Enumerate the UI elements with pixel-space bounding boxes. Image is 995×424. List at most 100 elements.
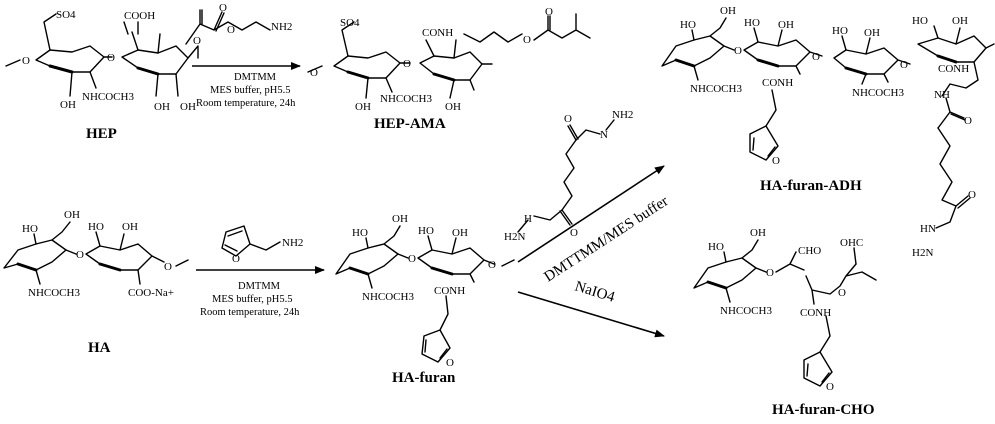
o-atom: O bbox=[22, 55, 30, 67]
nh2-label: NH2 bbox=[612, 109, 633, 121]
oh-label: OH bbox=[180, 101, 196, 113]
h-atom: H bbox=[524, 213, 532, 225]
ho-label: HO bbox=[680, 19, 696, 31]
ho-label: HO bbox=[22, 223, 38, 235]
o-atom: O bbox=[446, 357, 454, 369]
ho-label: HO bbox=[352, 227, 368, 239]
oh-label: OH bbox=[122, 221, 138, 233]
o-atom: O bbox=[232, 253, 240, 265]
n-atom: N bbox=[600, 129, 608, 141]
conh-label: CONH bbox=[434, 285, 465, 297]
o-atom: O bbox=[76, 249, 84, 261]
arrow-4 bbox=[517, 291, 665, 338]
conh-label: CONH bbox=[938, 63, 969, 75]
hep-label: HEP bbox=[86, 126, 117, 142]
o-atom: O bbox=[107, 52, 115, 64]
nhcoch3-label: NHCOCH3 bbox=[82, 91, 134, 103]
nhcoch3-label: NHCOCH3 bbox=[362, 291, 414, 303]
oh-label: OH bbox=[750, 227, 766, 239]
so4-label: SO4 bbox=[56, 9, 76, 21]
ha-furan-cho-label: HA-furan-CHO bbox=[772, 402, 875, 418]
ho-label: HO bbox=[912, 15, 928, 27]
adh-reagent bbox=[517, 119, 615, 233]
o-atom: O bbox=[408, 253, 416, 265]
ha-furan-adh-structure bbox=[661, 17, 995, 229]
reaction1-reagent: DMTMM bbox=[234, 72, 277, 83]
o-atom: O bbox=[219, 2, 227, 14]
h2n-label: H2N bbox=[504, 231, 525, 243]
oh-label: OH bbox=[154, 101, 170, 113]
ha-furan-adh-label: HA-furan-ADH bbox=[760, 178, 862, 194]
oh-label: OH bbox=[952, 15, 968, 27]
o-atom: O bbox=[964, 115, 972, 127]
reaction2-buffer: MES buffer, pH5.5 bbox=[212, 294, 292, 305]
o-atom: O bbox=[164, 261, 172, 273]
o-atom: O bbox=[403, 58, 411, 70]
reaction2-reagent: DMTMM bbox=[238, 281, 281, 292]
o-atom: O bbox=[734, 45, 742, 57]
oh-label: OH bbox=[445, 101, 461, 113]
reaction2-time: Room temperature, 24h bbox=[200, 307, 300, 318]
nhcoch3-label: NHCOCH3 bbox=[28, 287, 80, 299]
reaction1-time: Room temperature, 24h bbox=[196, 98, 296, 109]
nh2-label: NH2 bbox=[282, 237, 303, 249]
o-atom: O bbox=[545, 6, 553, 18]
conh-label: CONH bbox=[422, 27, 453, 39]
ama-reagent bbox=[185, 9, 271, 45]
ohc-label: OHC bbox=[840, 237, 863, 249]
ho-label: HO bbox=[88, 221, 104, 233]
o-atom: O bbox=[766, 267, 774, 279]
hep-ama-label: HEP-AMA bbox=[374, 116, 446, 132]
o-atom: O bbox=[488, 259, 496, 271]
oh-label: OH bbox=[64, 209, 80, 221]
o-atom: O bbox=[812, 51, 820, 63]
hn-label: HN bbox=[920, 223, 936, 235]
o-atom: O bbox=[900, 59, 908, 71]
nhcoch3-label: NHCOCH3 bbox=[852, 87, 904, 99]
h2n-label: H2N bbox=[912, 247, 933, 259]
o-atom: O bbox=[826, 381, 834, 393]
ha-furan-structure bbox=[335, 225, 515, 363]
conh-label: CONH bbox=[762, 77, 793, 89]
oh-label: OH bbox=[60, 99, 76, 111]
oh-label: OH bbox=[720, 5, 736, 17]
ha-furan-cho-structure bbox=[693, 239, 877, 387]
o-atom: O bbox=[310, 67, 318, 79]
oh-label: OH bbox=[392, 213, 408, 225]
nh2-label: NH2 bbox=[271, 21, 292, 33]
ha-structure bbox=[3, 221, 189, 285]
cooh-label: COOH bbox=[124, 10, 155, 22]
so4-label: SO4 bbox=[340, 17, 360, 29]
ho-label: HO bbox=[418, 225, 434, 237]
arrow-3 bbox=[517, 165, 665, 263]
nh-label: NH bbox=[934, 89, 950, 101]
reaction3-condition: DMTTMM/MES buffer bbox=[541, 193, 671, 285]
ho-label: HO bbox=[708, 241, 724, 253]
o-atom: O bbox=[570, 227, 578, 239]
oh-label: OH bbox=[452, 227, 468, 239]
hep-structure bbox=[5, 13, 199, 97]
furfurylamine-reagent bbox=[221, 225, 281, 257]
hep-ama-structure bbox=[307, 13, 591, 99]
o-atom: O bbox=[227, 24, 235, 36]
o-atom: O bbox=[564, 113, 572, 125]
o-atom: O bbox=[193, 35, 201, 47]
reaction1-buffer: MES buffer, pH5.5 bbox=[210, 85, 290, 96]
ho-label: HO bbox=[744, 17, 760, 29]
cho-label: CHO bbox=[798, 245, 821, 257]
oh-label: OH bbox=[864, 27, 880, 39]
o-atom: O bbox=[968, 189, 976, 201]
ha-label: HA bbox=[88, 340, 111, 356]
coona-label: COO-Na+ bbox=[128, 287, 174, 299]
oh-label: OH bbox=[778, 19, 794, 31]
nhcoch3-label: NHCOCH3 bbox=[690, 83, 742, 95]
ho-label: HO bbox=[832, 25, 848, 37]
o-atom: O bbox=[838, 287, 846, 299]
oh-label: OH bbox=[355, 101, 371, 113]
o-atom: O bbox=[523, 34, 531, 46]
reaction4-condition: NaIO4 bbox=[573, 279, 617, 306]
conh-label: CONH bbox=[800, 307, 831, 319]
o-atom: O bbox=[772, 155, 780, 167]
ha-furan-label: HA-furan bbox=[392, 370, 456, 386]
